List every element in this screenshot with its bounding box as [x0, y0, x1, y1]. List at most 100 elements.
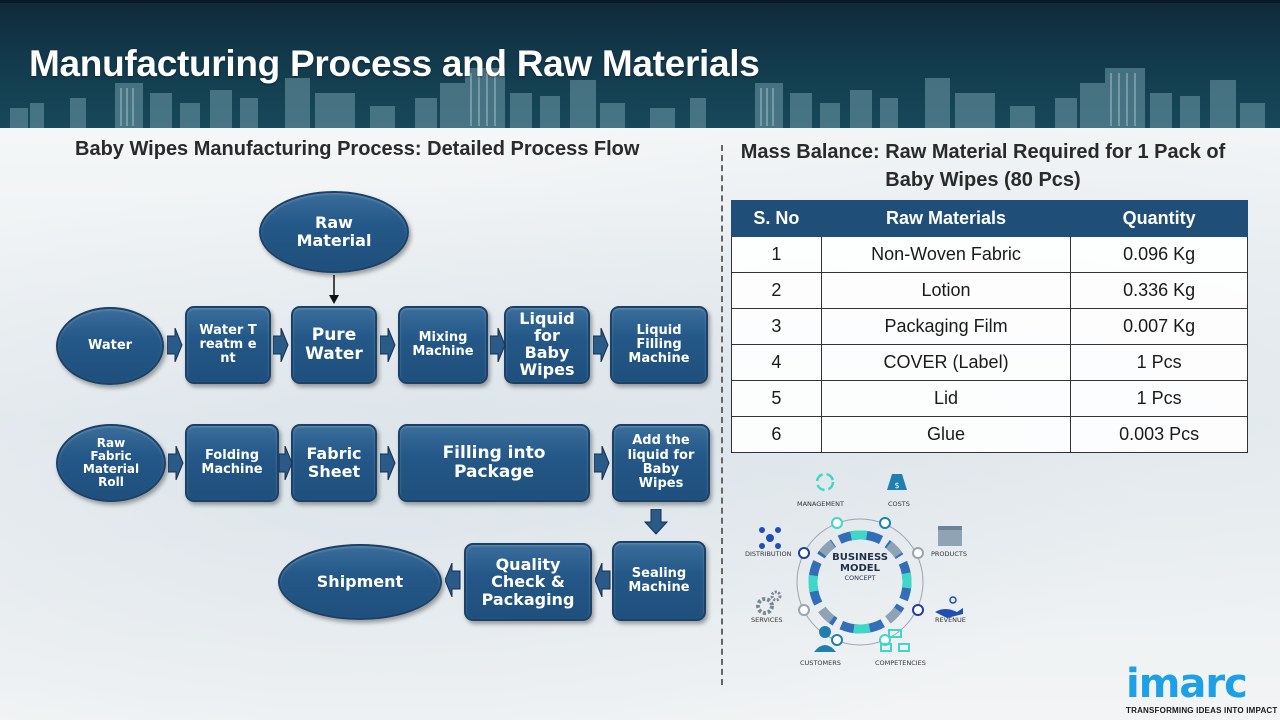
cell-sno: 2 — [731, 272, 822, 309]
cell-quantity: 0.096 Kg — [1070, 236, 1248, 273]
column-header: Quantity — [1070, 200, 1248, 237]
products-icon — [938, 526, 962, 546]
revenue-icon — [935, 596, 963, 618]
node-filling-into-package: Filling into Package — [398, 424, 590, 502]
arrow-left-icon — [595, 563, 611, 597]
node-label: Raw Fabric Material Roll — [82, 435, 140, 490]
label-competencies: Competencies — [875, 659, 926, 667]
node-raw-fabric-material-roll: Raw Fabric Material Roll — [56, 424, 166, 502]
table-row: 4 COVER (Label) 1 Pcs — [731, 344, 1248, 381]
mass-balance-table: S. No Raw Materials Quantity 1 Non-Woven… — [731, 200, 1248, 453]
node-pure-water: Pure Water — [291, 306, 377, 384]
section-divider — [721, 145, 723, 685]
cell-material: Lotion — [820, 272, 1072, 309]
center-text-line: MODEL — [840, 563, 880, 574]
arrow-down-icon — [644, 509, 668, 535]
arrow-right-icon — [279, 446, 293, 480]
arrow-down-icon — [329, 275, 339, 304]
node-folding-machine: Folding Machine — [185, 424, 279, 502]
node-add-liquid: Add the liquid for Baby Wipes — [612, 424, 710, 502]
cell-quantity: 1 Pcs — [1070, 380, 1248, 417]
node-label: Pure Water — [305, 325, 363, 364]
node-label: Quality Check & Packaging — [481, 554, 575, 609]
svg-text:$: $ — [894, 481, 899, 490]
arrow-right-icon — [594, 446, 610, 480]
node-label: Add the liquid for Baby Wipes — [627, 433, 695, 492]
node-raw-material: Raw Material — [259, 191, 409, 273]
cell-sno: 3 — [731, 308, 822, 345]
arrow-right-icon — [490, 328, 506, 362]
node-water: Water — [56, 307, 164, 385]
node-label: Raw Material — [296, 213, 372, 250]
node-liquid-for-baby-wipes: Liquid for Baby Wipes — [504, 306, 590, 384]
table-header-row: S. No Raw Materials Quantity — [731, 200, 1248, 237]
cell-quantity: 1 Pcs — [1070, 344, 1248, 381]
node-liquid-filling-machine: Liquid Filling Machine — [610, 306, 708, 384]
distribution-icon — [759, 527, 781, 549]
table-row: 5 Lid 1 Pcs — [731, 380, 1248, 417]
node-fabric-sheet: Fabric Sheet — [291, 424, 377, 502]
column-header: S. No — [731, 200, 822, 237]
node-label: Water Treatm ent — [199, 322, 257, 367]
table-row: 6 Glue 0.003 Pcs — [731, 416, 1248, 453]
logo-tagline: TRANSFORMING IDEAS INTO IMPACT — [1126, 706, 1278, 715]
costs-icon: $ — [887, 474, 907, 490]
process-flow-heading: Baby Wipes Manufacturing Process: Detail… — [75, 138, 640, 160]
node-mixing-machine: Mixing Machine — [398, 306, 488, 384]
arrow-right-icon — [380, 446, 396, 480]
cell-quantity: 0.003 Pcs — [1070, 416, 1248, 453]
cell-sno: 6 — [731, 416, 822, 453]
column-header: Raw Materials — [820, 200, 1072, 237]
business-model-ring: $ — [756, 472, 963, 652]
node-label: Liquid for Baby Wipes — [519, 309, 575, 379]
node-label: Folding Machine — [201, 447, 263, 477]
city-skyline-illustration — [10, 68, 1265, 128]
imarc-logo: imarc TRANSFORMING IDEAS INTO IMPACT — [1124, 652, 1278, 720]
node-label: Mixing Machine — [412, 329, 474, 359]
mass-balance-heading: Mass Balance: Raw Material Required for … — [740, 141, 1226, 191]
label-management: Management — [797, 500, 844, 508]
cell-material: Lid — [820, 380, 1072, 417]
table-row: 1 Non-Woven Fabric 0.096 Kg — [731, 236, 1248, 273]
management-icon — [815, 472, 835, 492]
services-icon — [756, 590, 782, 615]
label-products: Products — [931, 550, 967, 558]
table-row: 2 Lotion 0.336 Kg — [731, 272, 1248, 309]
arrow-right-icon — [593, 328, 609, 362]
arrow-right-icon — [168, 446, 184, 480]
cell-material: Non-Woven Fabric — [820, 236, 1072, 273]
cell-material: Packaging Film — [820, 308, 1072, 345]
cell-material: Glue — [820, 416, 1072, 453]
node-label: Fabric Sheet — [306, 444, 362, 481]
label-distribution: Distribution — [745, 550, 792, 558]
node-quality-check: Quality Check & Packaging — [464, 543, 592, 621]
cell-sno: 5 — [731, 380, 822, 417]
cell-quantity: 0.336 Kg — [1070, 272, 1248, 309]
business-model-graphic: $ BUSINESS MODEL CONCEPT Management Cost… — [735, 460, 980, 670]
node-shipment: Shipment — [278, 544, 442, 620]
arrow-left-icon — [445, 563, 461, 597]
label-costs: Costs — [888, 500, 910, 508]
logo-wordmark: imarc — [1126, 661, 1248, 707]
cell-sno: 4 — [731, 344, 822, 381]
node-sealing-machine: Sealing Machine — [612, 541, 706, 621]
node-label: Liquid Filling Machine — [628, 322, 690, 367]
center-text-line: CONCEPT — [844, 574, 876, 582]
header-banner: Manufacturing Process and Raw Materials — [0, 0, 1280, 128]
cell-material: COVER (Label) — [820, 344, 1072, 381]
label-revenue: Revenue — [935, 616, 966, 624]
table-row: 3 Packaging Film 0.007 Kg — [731, 308, 1248, 345]
label-services: Services — [751, 616, 783, 624]
node-label: Water — [87, 337, 133, 353]
cell-sno: 1 — [731, 236, 822, 273]
arrow-right-icon — [380, 328, 396, 362]
competencies-icon — [880, 629, 910, 652]
business-model-center: BUSINESS MODEL CONCEPT — [815, 552, 905, 582]
node-label: Shipment — [316, 572, 404, 592]
node-water-treatment: Water Treatm ent — [185, 306, 271, 384]
center-text-line: BUSINESS — [832, 552, 888, 563]
arrow-right-icon — [167, 328, 183, 362]
arrow-right-icon — [273, 328, 289, 362]
node-label: Sealing Machine — [628, 565, 690, 595]
node-label: Filling into Package — [442, 443, 546, 482]
